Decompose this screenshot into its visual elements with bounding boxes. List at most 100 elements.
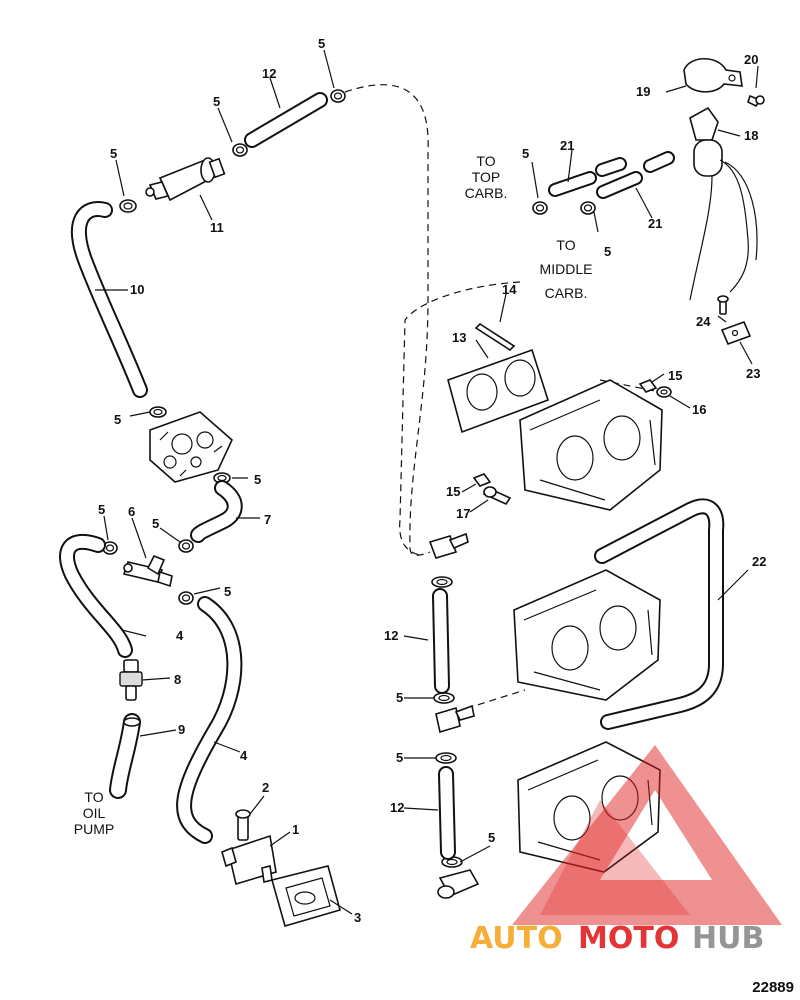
callout-5-d: 5	[114, 412, 121, 427]
fuel-hose-10	[70, 201, 148, 398]
carburetor-bottom	[517, 741, 661, 873]
callout-23: 23	[746, 366, 760, 381]
callout-5-h: 5	[224, 584, 231, 599]
hose-clamps	[102, 89, 596, 868]
fuel-pump-assembly	[149, 411, 233, 483]
tee-fitting-6	[122, 554, 173, 588]
connector-8	[119, 659, 143, 701]
bracket-19	[683, 57, 743, 93]
washer-16	[656, 386, 672, 398]
fuel-filter-11	[145, 157, 226, 202]
fuel-hose-12-upper	[432, 588, 450, 694]
callout-5-k: 5	[396, 690, 403, 705]
callout-4-left: 4	[176, 628, 184, 643]
callout-21-b: 21	[648, 216, 662, 231]
callout-11: 11	[210, 220, 224, 235]
note-to-middle-carb: TO MIDDLE CARB.	[540, 237, 593, 301]
callout-5-m: 5	[488, 830, 495, 845]
tee-fitting-middle	[435, 704, 475, 734]
clamp-5	[532, 201, 548, 215]
callout-4-long: 4	[240, 748, 248, 763]
clamp-5	[149, 406, 167, 418]
clamp-5	[330, 89, 346, 103]
watermark-text-auto: AUTO	[470, 921, 563, 956]
callout-21-a: 21	[560, 138, 574, 153]
watermark-text-moto: MOTO	[578, 921, 679, 956]
callout-10: 10	[130, 282, 144, 297]
callout-15-lower: 15	[446, 484, 460, 499]
callout-19: 19	[636, 84, 650, 99]
callout-12-upper: 12	[384, 628, 398, 643]
fuel-hose-7	[190, 480, 243, 543]
fuel-hose-12-lower	[438, 766, 456, 860]
clamp-5	[119, 199, 137, 213]
screw-20	[747, 94, 765, 108]
clamp-5	[232, 143, 248, 157]
callout-20: 20	[744, 52, 758, 67]
clamp-5	[178, 539, 194, 553]
fitting-1	[221, 834, 277, 886]
fuel-hose-4-long	[176, 596, 243, 844]
dashed-routing-line-left	[399, 281, 521, 556]
screw-2	[235, 809, 251, 841]
automotohub-watermark: AUTO MOTO HUB	[470, 745, 782, 956]
gasket-13	[447, 348, 549, 434]
bolt-17	[482, 486, 512, 506]
callout-18: 18	[744, 128, 758, 143]
fuel-hose-4-left	[59, 533, 133, 658]
callout-5-a: 5	[318, 36, 325, 51]
callout-5-b: 5	[213, 94, 220, 109]
callout-12-top: 12	[262, 66, 276, 81]
nut-15	[472, 473, 492, 487]
fuel-hoses-21	[548, 151, 675, 199]
clamp-5	[178, 591, 194, 605]
callout-1: 1	[292, 822, 299, 837]
callout-7: 7	[264, 512, 271, 527]
callout-3: 3	[354, 910, 361, 925]
callout-5-f: 5	[98, 502, 105, 517]
note-line: TO	[556, 237, 575, 253]
clamp-5	[433, 692, 455, 704]
callout-17: 17	[456, 506, 470, 521]
clamp-5	[102, 541, 118, 555]
leader-lines	[95, 49, 759, 915]
callout-24: 24	[696, 314, 711, 329]
note-line: TOP	[472, 169, 501, 185]
callout-12-lower: 12	[390, 800, 404, 815]
clip-23	[720, 320, 752, 346]
fuel-hose-12-top	[244, 92, 328, 148]
callout-6: 6	[128, 504, 135, 519]
callout-5-g: 5	[152, 516, 159, 531]
callout-15-upper: 15	[668, 368, 682, 383]
gasket-3	[271, 865, 341, 927]
note-line: TO	[476, 153, 495, 169]
clamp-5	[580, 201, 596, 215]
watermark-triangle-logo	[512, 745, 782, 925]
callout-5-i: 5	[522, 146, 529, 161]
clamp-5	[435, 752, 457, 764]
note-to-oil-pump: TO OIL PUMP	[74, 789, 114, 837]
note-line: OIL	[83, 805, 106, 821]
callout-13: 13	[452, 330, 466, 345]
fuel-fitting-18	[689, 106, 758, 301]
callout-numbers: 1 2 3 4 4 5 5 5 5 5 5 5 5 5 5 5 5 5 6 7 …	[98, 36, 766, 925]
callout-16: 16	[692, 402, 706, 417]
elbow-fitting-bottom	[437, 869, 480, 899]
fuel-hose-9	[109, 713, 141, 799]
callout-2: 2	[262, 780, 269, 795]
callout-5-l: 5	[396, 750, 403, 765]
figure-number: 22889	[752, 979, 794, 996]
nut-15	[638, 379, 658, 393]
watermark-triangle-inner	[540, 800, 690, 915]
callout-9: 9	[178, 722, 185, 737]
fuel-hose-22	[594, 498, 725, 730]
note-to-top-carb: TO TOP CARB.	[465, 153, 508, 201]
screw-24	[717, 295, 729, 315]
note-line: TO	[84, 789, 103, 805]
note-line: CARB.	[545, 285, 588, 301]
watermark-text-hub: HUB	[692, 921, 764, 956]
callout-8: 8	[174, 672, 181, 687]
carburetor-middle	[513, 569, 661, 701]
note-line: MIDDLE	[540, 261, 593, 277]
